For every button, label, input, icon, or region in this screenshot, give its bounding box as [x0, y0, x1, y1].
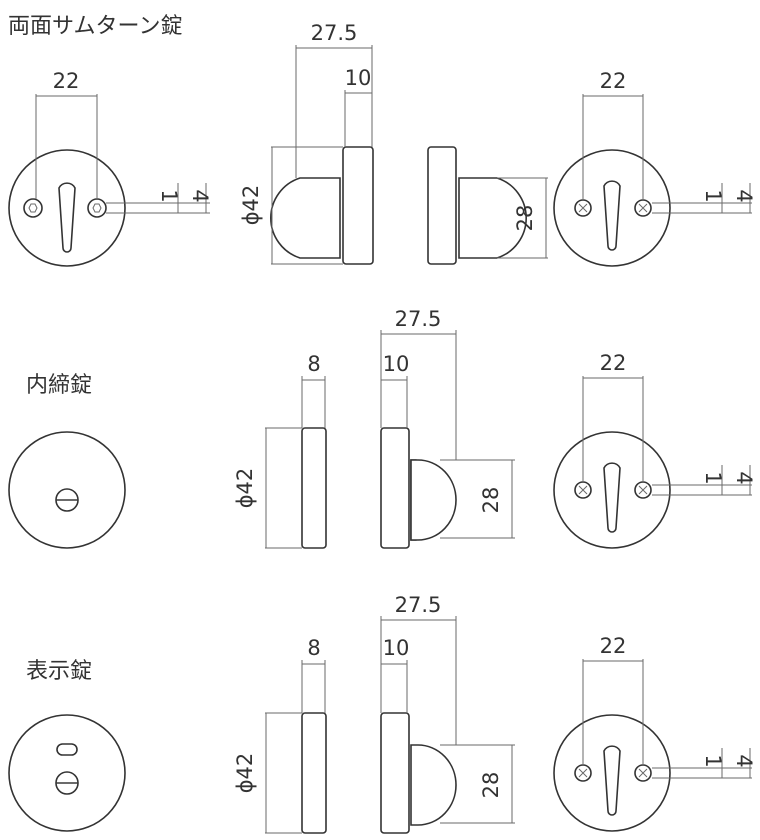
- side-view-a: 8 ϕ42: [233, 636, 327, 834]
- dimension-27-5: 27.5: [311, 21, 358, 45]
- dimension-4: 4: [732, 754, 756, 767]
- side-view: 27.5 10 ϕ42: [239, 21, 374, 265]
- thumbturn-knob: [270, 177, 341, 259]
- dimension-27-5: 27.5: [395, 307, 442, 331]
- dimension-10: 10: [383, 636, 410, 660]
- dimension-22: 22: [53, 69, 80, 93]
- section-title: 表示錠: [26, 659, 92, 684]
- indicator-window: [56, 743, 78, 756]
- thumbturn-knob: [458, 177, 527, 259]
- back-side-view: 28: [427, 146, 548, 265]
- dimension-1: 1: [701, 471, 725, 484]
- dimension-phi42: ϕ42: [239, 185, 263, 226]
- dimension-8: 8: [307, 352, 320, 376]
- rosette-side: [342, 146, 374, 265]
- front-view-right: 22 1 4: [553, 69, 756, 267]
- dimension-10: 10: [383, 352, 410, 376]
- dimension-4: 4: [732, 189, 756, 202]
- dimension-4: 4: [732, 471, 756, 484]
- dimension-1: 1: [157, 189, 181, 202]
- rosette-side: [301, 427, 327, 549]
- thumbturn-knob: [410, 459, 457, 541]
- section-double-thumbturn: 両面サムターン錠 22 1 4 27.5: [8, 14, 756, 267]
- front-view-left: [8, 431, 126, 549]
- hex-bolt-icon: [23, 198, 43, 218]
- section-indicator-lock: 表示錠 8 ϕ42 27.5 10: [8, 593, 756, 834]
- dimension-28: 28: [479, 487, 503, 514]
- dimension-28: 28: [513, 205, 537, 232]
- dimension-phi42: ϕ42: [233, 753, 257, 794]
- side-view-b: 27.5 10 28: [380, 307, 515, 549]
- side-view-a: 8 ϕ42: [233, 352, 327, 549]
- thumbturn-slot-icon: [603, 462, 621, 533]
- section-title: 両面サムターン錠: [8, 14, 182, 39]
- thumbturn-knob: [410, 744, 457, 826]
- dimension-22: 22: [600, 69, 627, 93]
- dimension-1: 1: [701, 754, 725, 767]
- dimension-1: 1: [701, 189, 725, 202]
- section-inner-lock: 内締錠 8 ϕ42 27.5 10: [8, 307, 756, 549]
- section-title: 内締錠: [26, 373, 92, 398]
- dimension-28: 28: [479, 772, 503, 799]
- rosette-side: [301, 712, 327, 834]
- dimension-8: 8: [307, 636, 320, 660]
- dimension-27-5: 27.5: [395, 593, 442, 617]
- dimension-22: 22: [600, 634, 627, 658]
- thumbturn-slot-icon: [58, 182, 76, 253]
- thumbturn-slot-icon: [603, 745, 621, 816]
- dimension-10: 10: [345, 66, 372, 90]
- rosette-side: [427, 146, 457, 265]
- dimension-phi42: ϕ42: [233, 468, 257, 509]
- dimension-4: 4: [188, 189, 212, 202]
- rosette-side: [380, 427, 410, 549]
- thumbturn-slot-icon: [603, 180, 621, 251]
- rosette-side: [380, 712, 410, 834]
- front-view-right: 22 1 4: [553, 634, 756, 832]
- dimension-22: 22: [600, 351, 627, 375]
- side-view-b: 27.5 10 28: [380, 593, 515, 834]
- front-view-right: 22 1 4: [553, 351, 756, 549]
- front-view-left: [8, 714, 126, 832]
- hex-bolt-icon: [87, 198, 107, 218]
- front-view-left: 22 1 4: [8, 69, 212, 267]
